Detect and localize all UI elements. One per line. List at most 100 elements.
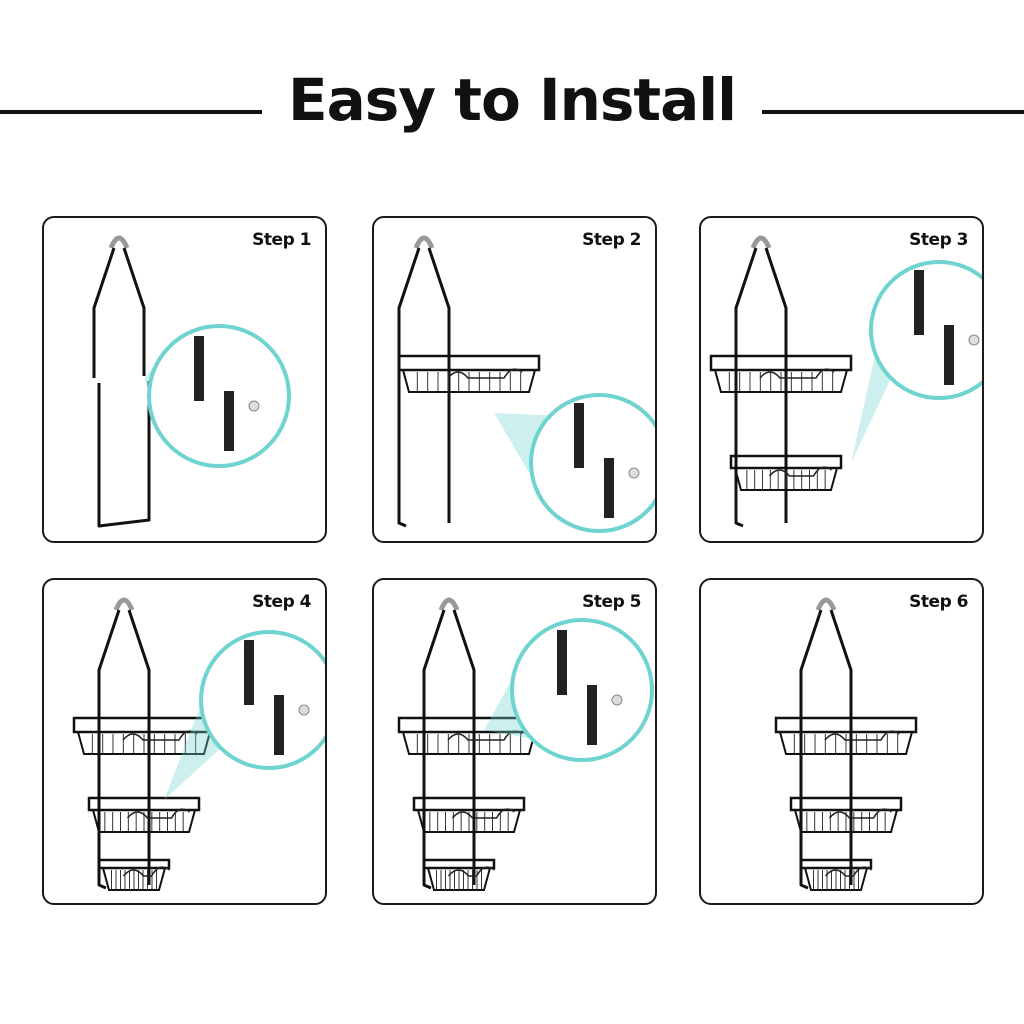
hook-icon <box>108 235 130 250</box>
basket-hook-slot <box>768 466 832 477</box>
frame-rail <box>92 247 151 528</box>
screw-icon <box>298 704 310 716</box>
basket <box>774 716 918 755</box>
step-panel-3: Step 3 <box>699 216 984 543</box>
zoom-detail-bar <box>194 336 204 401</box>
basket <box>709 354 853 393</box>
zoom-detail-bar <box>274 695 284 755</box>
step-illustration <box>92 235 291 528</box>
zoom-detail-bar <box>224 391 234 451</box>
zoom-detail-bar <box>604 458 614 518</box>
basket-hook-slot <box>824 866 872 877</box>
title-rule-right <box>762 110 1024 114</box>
basket <box>799 858 873 891</box>
basket-body <box>77 731 211 755</box>
frame-rail <box>799 609 853 890</box>
step-illustration <box>72 597 325 891</box>
basket <box>97 858 171 891</box>
basket-hook-slot <box>824 730 900 741</box>
zoom-callout <box>144 324 291 468</box>
step-label: Step 5 <box>582 592 641 612</box>
basket-body <box>402 369 536 393</box>
hanger-frame <box>97 597 151 890</box>
basket-rim <box>412 796 526 812</box>
frame-rail <box>422 609 476 890</box>
hook-icon <box>413 235 435 250</box>
zoom-callout <box>484 618 654 762</box>
page-title: Easy to Install <box>287 66 737 134</box>
basket-hook-slot <box>828 808 892 819</box>
basket-rim <box>397 354 541 372</box>
step-label: Step 2 <box>582 230 641 250</box>
hook-icon <box>113 597 135 612</box>
hanger-frame <box>734 235 788 528</box>
basket-body <box>714 369 848 393</box>
basket-rim <box>422 858 496 870</box>
basket-rim <box>97 858 171 870</box>
zoom-circle <box>510 618 654 762</box>
frame-rail <box>734 247 788 528</box>
basket <box>397 354 541 393</box>
basket-hook-slot <box>126 808 190 819</box>
zoom-callout <box>851 260 982 463</box>
basket-hook-slot <box>447 730 523 741</box>
basket-body <box>804 867 868 891</box>
zoom-circle <box>199 630 325 770</box>
basket-body <box>102 867 166 891</box>
hook-icon <box>438 597 460 612</box>
step-panel-4: Step 4 <box>42 578 327 905</box>
step-illustration <box>709 235 982 528</box>
title-rule-left <box>0 110 262 114</box>
zoom-circle <box>147 324 291 468</box>
zoom-detail-bar <box>944 325 954 385</box>
step-illustration <box>397 597 654 891</box>
zoom-detail-bar <box>557 630 567 695</box>
zoom-detail-bar <box>587 685 597 745</box>
hanger-frame <box>92 235 151 528</box>
zoom-detail-bar <box>914 270 924 335</box>
basket-body <box>402 731 536 755</box>
zoom-detail-bar <box>244 640 254 705</box>
basket-hook-slot <box>451 808 515 819</box>
hanger-frame <box>422 597 476 890</box>
step-illustration <box>397 235 655 533</box>
zoom-callout <box>164 630 325 800</box>
step-label: Step 1 <box>252 230 311 250</box>
basket-body <box>92 809 196 833</box>
basket-body <box>417 809 521 833</box>
hook-icon <box>750 235 772 250</box>
basket-rim <box>729 454 843 470</box>
basket-hook-slot <box>122 866 170 877</box>
step-panel-6: Step 6 <box>699 578 984 905</box>
basket-body <box>779 731 913 755</box>
basket-body <box>794 809 898 833</box>
basket-rim <box>87 796 201 812</box>
basket <box>422 858 496 891</box>
zoom-callout <box>494 393 655 533</box>
basket-body <box>734 467 838 491</box>
basket-hook-slot <box>447 866 495 877</box>
zoom-circle <box>529 393 655 533</box>
basket-body <box>427 867 491 891</box>
hanger-frame <box>397 235 451 528</box>
zoom-detail-bar <box>574 403 584 468</box>
basket-hook-slot <box>447 368 523 379</box>
step-panel-1: Step 1 <box>42 216 327 543</box>
step-illustration <box>774 597 918 891</box>
basket <box>412 796 526 833</box>
basket <box>87 796 201 833</box>
basket-hook-slot <box>122 730 198 741</box>
zoom-circle <box>869 260 982 400</box>
basket-hook-slot <box>759 368 835 379</box>
hook-icon <box>815 597 837 612</box>
basket-rim <box>709 354 853 372</box>
step-label: Step 4 <box>252 592 311 612</box>
screw-icon <box>968 334 980 346</box>
basket-rim <box>799 858 873 870</box>
step-panel-2: Step 2 <box>372 216 657 543</box>
basket-rim <box>774 716 918 734</box>
step-label: Step 3 <box>909 230 968 250</box>
hanger-frame <box>799 597 853 890</box>
step-panel-5: Step 5 <box>372 578 657 905</box>
screw-icon <box>628 467 640 479</box>
